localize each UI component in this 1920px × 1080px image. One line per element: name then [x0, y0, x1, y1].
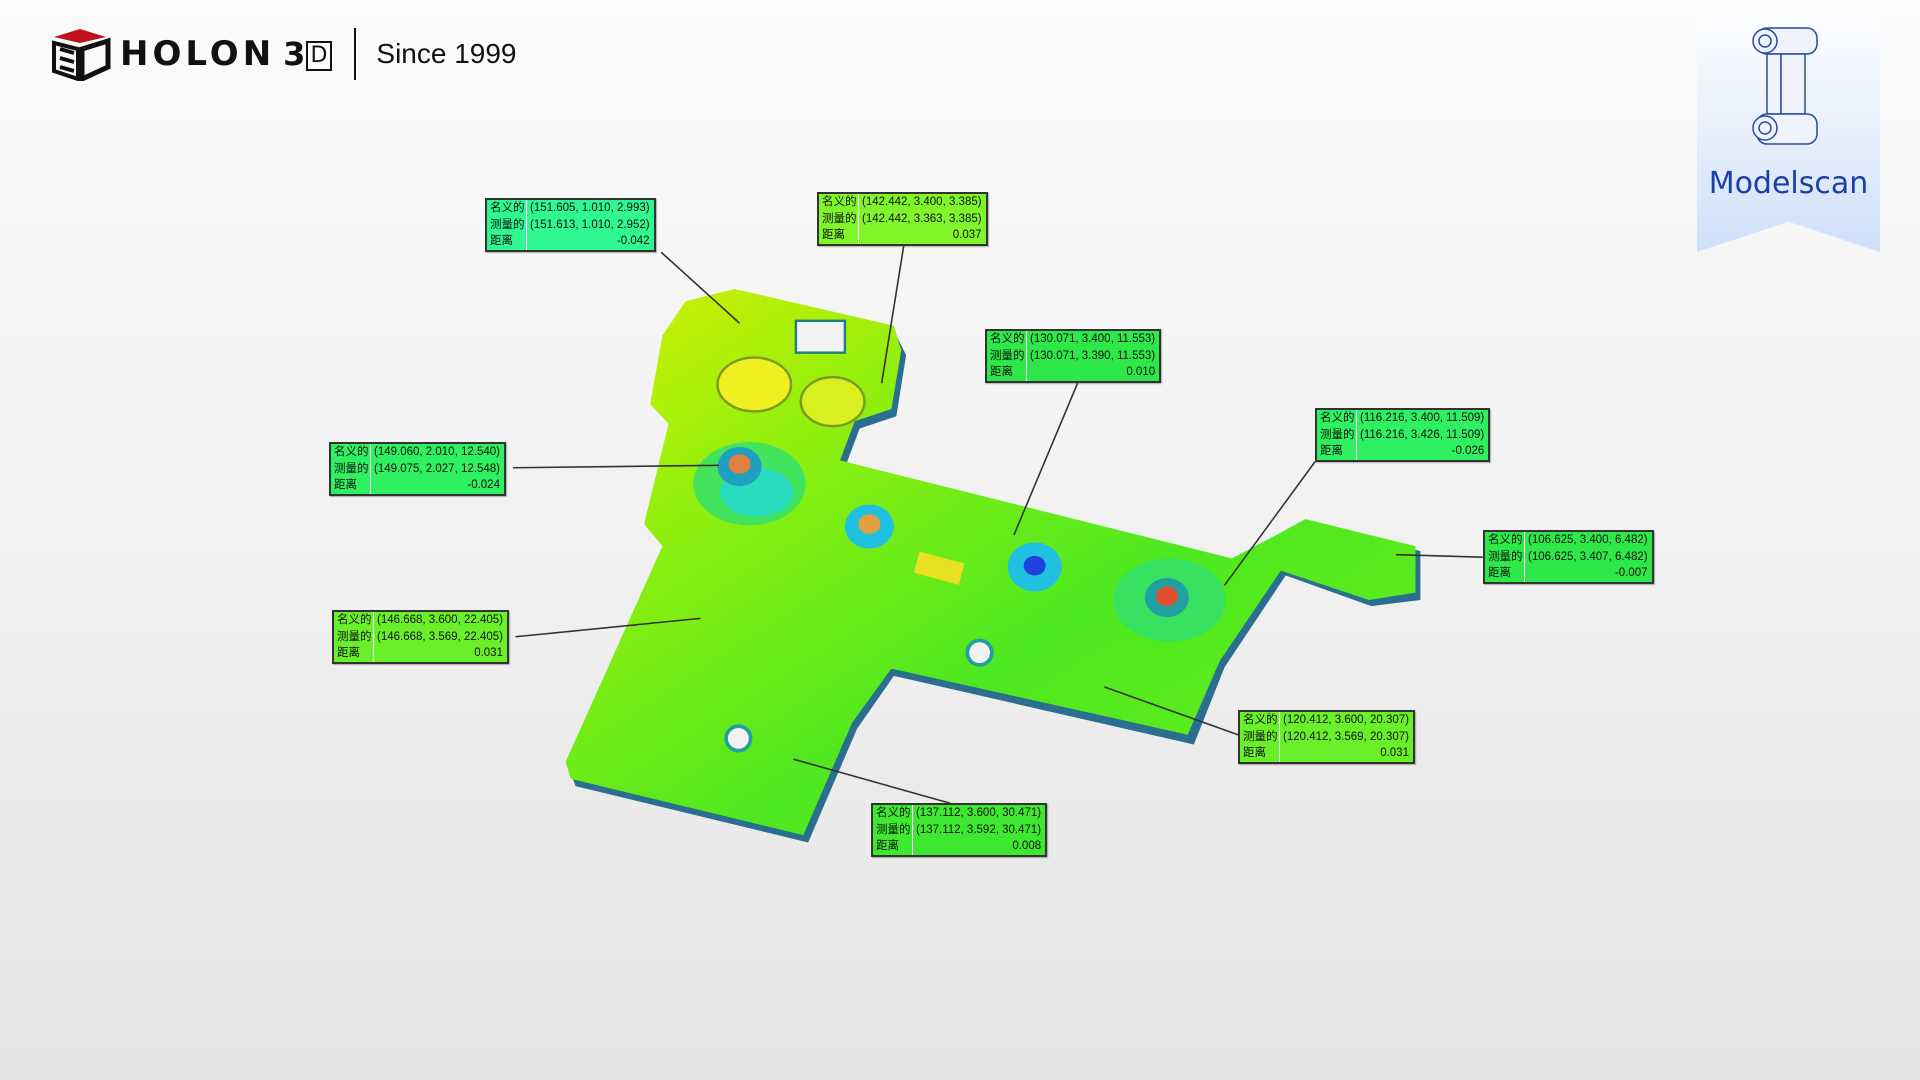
leader-line — [515, 617, 701, 638]
nominal-value: (142.442, 3.400, 3.385) — [862, 196, 982, 208]
leader-line — [793, 758, 951, 805]
nominal-label: 名义的 — [334, 612, 374, 629]
leader-line — [660, 251, 741, 324]
deviation-annotation[interactable]: 名义的(151.605, 1.010, 2.993)测量的(151.613, 1… — [485, 198, 656, 252]
leader-lines — [513, 245, 1483, 805]
nominal-value: (149.060, 2.010, 12.540) — [374, 446, 500, 458]
deviation-annotation[interactable]: 名义的(116.216, 3.400, 11.509)测量的(116.216, … — [1315, 408, 1491, 462]
measured-value: (130.071, 3.390, 11.553) — [1030, 349, 1156, 362]
nominal-label: 名义的 — [1240, 712, 1280, 729]
measured-value: (142.442, 3.363, 3.385) — [862, 212, 982, 225]
distance-label: 距离 — [487, 233, 527, 250]
measured-label: 测量的 — [1240, 728, 1280, 745]
holon-cube-icon — [52, 29, 111, 81]
distance-label: 距离 — [1485, 565, 1525, 582]
distance-value: 0.031 — [1380, 747, 1409, 759]
measured-value: (149.075, 2.027, 12.548) — [374, 462, 500, 475]
measured-value: (137.112, 3.592, 30.471) — [916, 823, 1042, 836]
nominal-value: (146.668, 3.600, 22.405) — [377, 614, 503, 626]
distance-value: -0.024 — [467, 479, 500, 491]
distance-label: 距离 — [873, 838, 913, 855]
measured-label: 测量的 — [819, 210, 859, 227]
distance-label: 距离 — [819, 227, 859, 244]
distance-label: 距离 — [987, 364, 1027, 381]
distance-value: 0.031 — [474, 647, 503, 659]
nominal-label: 名义的 — [873, 805, 913, 822]
nominal-value: (151.605, 1.010, 2.993) — [530, 202, 650, 214]
nominal-label: 名义的 — [987, 331, 1027, 348]
measured-value: (120.412, 3.569, 20.307) — [1283, 730, 1409, 743]
product-name: Modelscan — [1708, 166, 1869, 201]
nominal-value: (130.071, 3.400, 11.553) — [1030, 333, 1156, 345]
logo-divider — [354, 28, 357, 80]
nominal-value: (106.625, 3.400, 6.482) — [1528, 534, 1648, 546]
brand-tagline: Since 1999 — [376, 38, 517, 69]
nominal-label: 名义的 — [487, 200, 527, 217]
leader-line — [1395, 553, 1483, 558]
distance-value: 0.010 — [1126, 366, 1156, 378]
leader-line — [1223, 461, 1316, 586]
product-badge: Modelscan — [1697, 0, 1880, 252]
scanner-icon — [1752, 27, 1818, 145]
distance-value: 0.008 — [1012, 840, 1042, 852]
deviation-annotation[interactable]: 名义的(120.412, 3.600, 20.307)测量的(120.412, … — [1238, 710, 1415, 764]
leader-line — [1013, 382, 1079, 536]
nominal-value: (137.112, 3.600, 30.471) — [916, 807, 1042, 819]
measured-label: 测量的 — [334, 628, 374, 645]
measured-value: (151.613, 1.010, 2.952) — [530, 218, 650, 231]
leader-line — [513, 464, 719, 469]
distance-value: -0.007 — [1614, 567, 1648, 579]
deviation-annotation[interactable]: 名义的(130.071, 3.400, 11.553)测量的(130.071, … — [985, 329, 1162, 383]
distance-label: 距离 — [1317, 443, 1357, 460]
deviation-annotation[interactable]: 名义的(106.625, 3.400, 6.482)测量的(106.625, 3… — [1483, 530, 1654, 584]
distance-value: 0.037 — [952, 229, 982, 241]
measured-label: 测量的 — [1317, 426, 1357, 443]
distance-label: 距离 — [334, 645, 374, 662]
measured-value: (116.216, 3.426, 11.509) — [1360, 428, 1485, 441]
distance-label: 距离 — [1240, 745, 1280, 762]
measured-label: 测量的 — [1485, 548, 1525, 565]
measured-label: 测量的 — [331, 460, 371, 477]
measured-label: 测量的 — [873, 821, 913, 838]
distance-label: 距离 — [331, 477, 371, 494]
distance-value: -0.042 — [616, 235, 650, 247]
leader-line — [1104, 686, 1239, 736]
measured-value: (146.668, 3.569, 22.405) — [377, 630, 503, 643]
distance-value: -0.026 — [1451, 445, 1485, 457]
leader-line — [880, 245, 905, 384]
nominal-label: 名义的 — [1317, 410, 1357, 427]
deviation-annotation[interactable]: 名义的(149.060, 2.010, 12.540)测量的(149.075, … — [329, 442, 506, 496]
nominal-label: 名义的 — [1485, 532, 1525, 549]
nominal-value: (120.412, 3.600, 20.307) — [1283, 714, 1409, 726]
measured-label: 测量的 — [487, 216, 527, 233]
brand-name: HOLON — [120, 34, 276, 74]
deviation-annotation[interactable]: 名义的(146.668, 3.600, 22.405)测量的(146.668, … — [332, 610, 509, 664]
measured-label: 测量的 — [987, 347, 1027, 364]
measured-value: (106.625, 3.407, 6.482) — [1528, 550, 1648, 563]
nominal-value: (116.216, 3.400, 11.509) — [1360, 412, 1485, 424]
scanned-part — [565, 288, 1421, 843]
deviation-annotation[interactable]: 名义的(142.442, 3.400, 3.385)测量的(142.442, 3… — [817, 192, 988, 246]
deviation-annotation[interactable]: 名义的(137.112, 3.600, 30.471)测量的(137.112, … — [871, 803, 1048, 857]
nominal-label: 名义的 — [819, 194, 859, 211]
nominal-label: 名义的 — [331, 444, 371, 461]
